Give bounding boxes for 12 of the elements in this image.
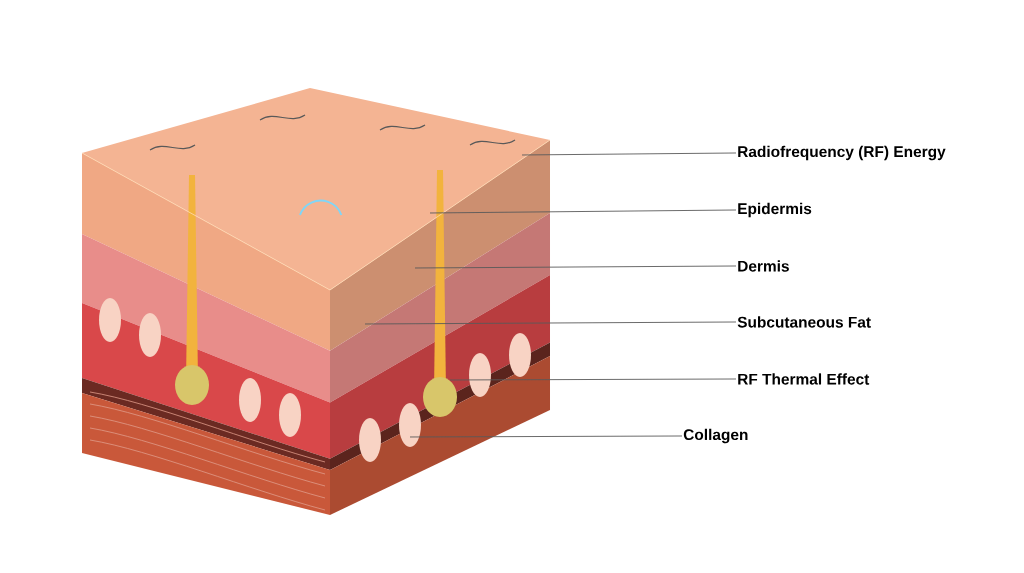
leader-line <box>521 152 737 156</box>
leader-line <box>409 435 683 438</box>
callout-label: Radiofrequency (RF) Energy <box>738 145 946 161</box>
callout-label: Subcutaneous Fat <box>737 316 871 328</box>
leader-line <box>429 209 737 214</box>
callout-label: Epidermis <box>738 202 812 218</box>
leader-line <box>414 265 737 269</box>
callout-label: Collagen <box>683 428 748 444</box>
leader-line <box>449 378 737 381</box>
callout-label: Dermis <box>738 260 789 272</box>
leader-line <box>364 321 737 325</box>
callout-label: RF Thermal Effect <box>738 373 870 385</box>
